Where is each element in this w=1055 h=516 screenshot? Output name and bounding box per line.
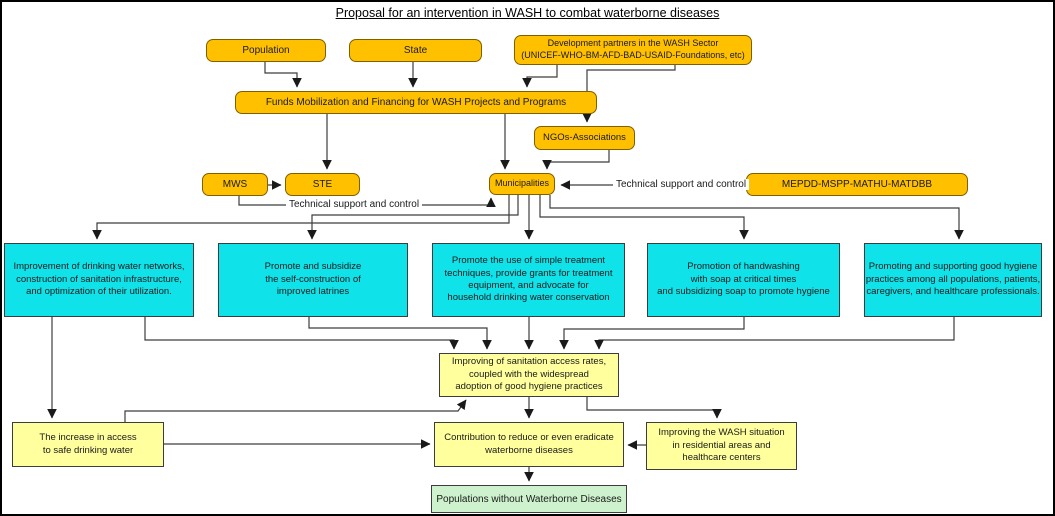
node-municipalities: Municipalities <box>489 173 555 195</box>
node-sanitation-rates: Improving of sanitation access rates, co… <box>439 353 619 397</box>
node-populations-healthy: Populations without Waterborne Diseases <box>431 485 627 513</box>
node-promote-hygiene: Promoting and supporting good hygiene pr… <box>864 243 1042 317</box>
node-contribution: Contribution to reduce or even eradicate… <box>434 422 624 467</box>
node-promote-handwashing: Promotion of handwashing with soap at cr… <box>647 243 840 317</box>
node-funds-mobilization: Funds Mobilization and Financing for WAS… <box>235 91 597 114</box>
node-population: Population <box>206 39 326 62</box>
node-ste: STE <box>285 173 360 196</box>
node-mepdd: MEPDD-MSPP-MATHU-MATDBB <box>746 173 968 196</box>
edge-label-technical-support-left: Technical support and control <box>286 199 423 210</box>
node-mws: MWS <box>202 173 268 196</box>
diagram-title: Proposal for an intervention in WASH to … <box>335 6 720 20</box>
node-promote-latrines: Promote and subsidize the self-construct… <box>218 243 408 317</box>
node-promote-treatment: Promote the use of simple treatment tech… <box>432 243 625 317</box>
node-state: State <box>349 39 482 62</box>
node-improve-networks: Improvement of drinking water networks, … <box>4 243 194 317</box>
node-increase-access: The increase in access to safe drinking … <box>12 422 164 467</box>
node-ngos-associations: NGOs-Associations <box>534 126 635 150</box>
node-wash-situation: Improving the WASH situation in resident… <box>646 422 797 470</box>
node-dev-partners: Development partners in the WASH Sector … <box>514 35 752 65</box>
edge-label-technical-support-right: Technical support and control <box>613 179 750 190</box>
